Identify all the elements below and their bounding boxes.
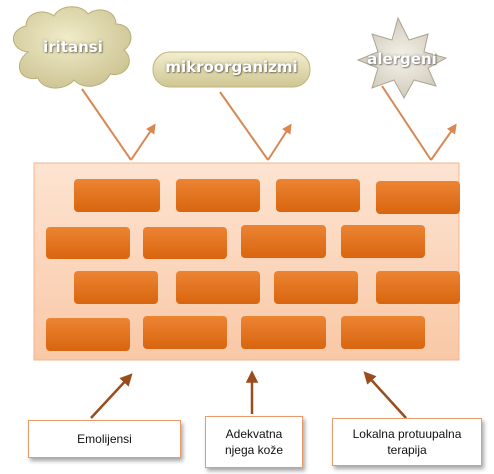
brick — [241, 225, 326, 258]
topical-therapy-box: Lokalna protuupalna terapija — [332, 418, 482, 466]
brick — [241, 316, 326, 349]
arrow-from-allergens — [381, 85, 432, 161]
skin-care-box: Adekvatna njega kože — [205, 416, 303, 468]
arrow-deflect-allergens — [430, 123, 457, 161]
emollients-label: Emolijensi — [77, 431, 132, 446]
arrow-from-microorganisms — [219, 91, 269, 161]
brick — [46, 318, 130, 351]
brick — [376, 181, 460, 214]
brick — [74, 179, 160, 212]
allergens-starburst — [356, 16, 448, 100]
deflection-arrows — [81, 85, 457, 161]
emollients-box: Emolijensi — [28, 420, 181, 458]
irritants-cloud — [13, 6, 132, 89]
arrow-deflect-irritants — [130, 123, 156, 161]
brick — [276, 179, 360, 212]
brick — [176, 271, 260, 304]
barrier-bricks — [46, 179, 460, 351]
support-arrows — [90, 370, 407, 419]
brick — [143, 227, 227, 259]
brick — [376, 271, 460, 304]
arrow-topical-therapy — [363, 371, 407, 419]
brick — [176, 179, 260, 212]
microorganisms-pill — [152, 51, 311, 88]
brick — [274, 271, 358, 304]
topical-therapy-label-line2: terapija — [387, 443, 427, 457]
brick — [46, 227, 130, 259]
allergens-label: alergeni — [367, 50, 437, 68]
irritants-label: iritansi — [43, 38, 103, 56]
topical-therapy-label-line1: Lokalna protuupalna — [352, 426, 462, 441]
arrow-emollients — [90, 373, 133, 419]
brick — [341, 316, 425, 349]
cloud-icon — [13, 6, 132, 89]
brick — [74, 271, 158, 304]
brick — [143, 316, 227, 349]
microorganisms-label: mikroorganizmi — [165, 58, 298, 76]
brick — [341, 225, 425, 258]
skin-care-label-line2: njega kože — [224, 443, 284, 457]
arrow-deflect-microorganisms — [267, 123, 292, 161]
skin-care-label-line1: Adekvatna — [225, 426, 283, 441]
arrow-from-irritants — [81, 88, 132, 161]
